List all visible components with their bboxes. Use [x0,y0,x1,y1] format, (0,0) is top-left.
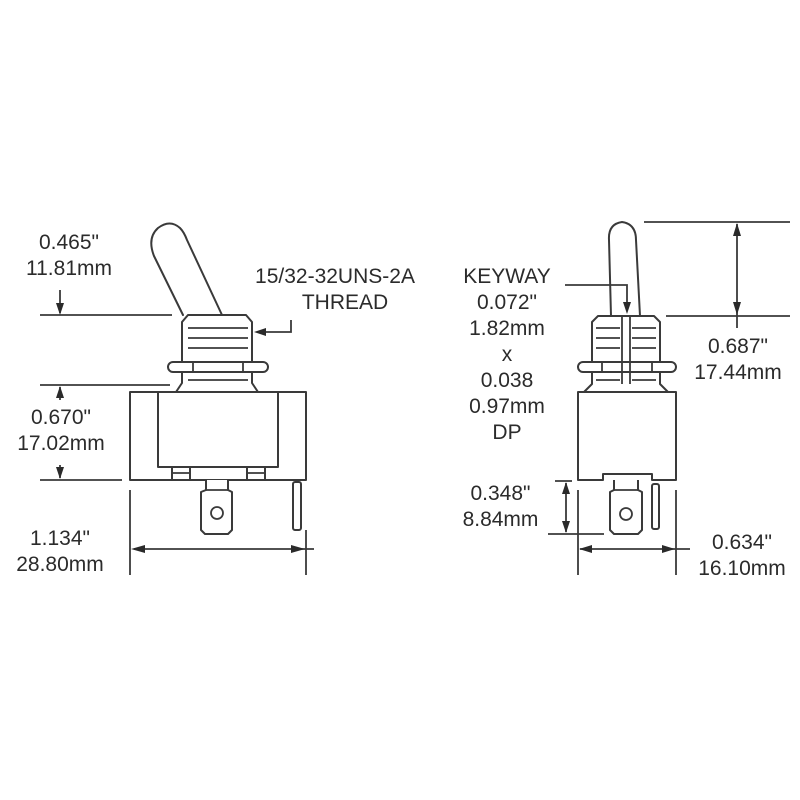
terminal-length-mm: 8.84mm [462,508,539,531]
side-toggle-lever [607,221,641,317]
front-handle-height-label: 0.465" 11.81mm [14,230,124,282]
terminal-length-inch: 0.348" [470,482,531,505]
side-width-label: 0.634" 16.10mm [686,530,798,582]
front-body-height-inch: 0.670" [30,406,91,429]
front-width-mm: 28.80mm [16,553,104,576]
side-bushing-upper [591,315,661,363]
keyway-width-mm: 1.82mm [469,317,545,340]
side-view [548,221,790,575]
front-handle-height-inch: 0.465" [38,231,99,254]
terminal-length-label: 0.348" 8.84mm [448,481,553,533]
side-handle-height-label: 0.687" 17.44mm [682,334,794,386]
keyway-width-inch: 0.072" [476,291,537,314]
thread-label: 15/32-32UNS-2A THREAD [230,264,440,316]
side-bushing-lower [583,371,669,393]
side-handle-height-mm: 17.44mm [694,361,782,384]
side-nut [577,361,677,373]
side-body [577,391,677,481]
side-width-mm: 16.10mm [698,557,786,580]
front-width-inch: 1.134" [29,527,90,550]
keyway-label: KEYWAY 0.072" 1.82mm x 0.038 0.97mm DP [448,264,566,446]
front-body [129,391,307,481]
thread-word: THREAD [301,291,389,314]
keyway-times: x [501,343,513,366]
side-width-inch: 0.634" [711,531,772,554]
front-terminal-hole [210,506,224,520]
keyway-depth-mm: 0.97mm [469,395,545,418]
side-pin [651,483,660,530]
keyway-depth-inch: 0.038 [480,369,534,392]
side-terminal-hole [619,507,633,521]
side-terminal [609,480,643,535]
front-nut [167,361,269,373]
keyway-depth-unit: DP [492,421,522,444]
thread-spec: 15/32-32UNS-2A [255,265,415,288]
front-width-label: 1.134" 28.80mm [4,526,116,578]
front-bushing-lower [175,371,259,393]
front-body-height-label: 0.670" 17.02mm [6,405,116,457]
front-view [40,222,314,575]
front-handle-height-mm: 11.81mm [26,257,112,280]
side-handle-height-inch: 0.687" [707,335,768,358]
front-side-pin [292,481,302,531]
front-body-height-mm: 17.02mm [17,432,105,455]
keyway-title: KEYWAY [463,265,551,288]
front-toggle-lever [150,222,223,316]
